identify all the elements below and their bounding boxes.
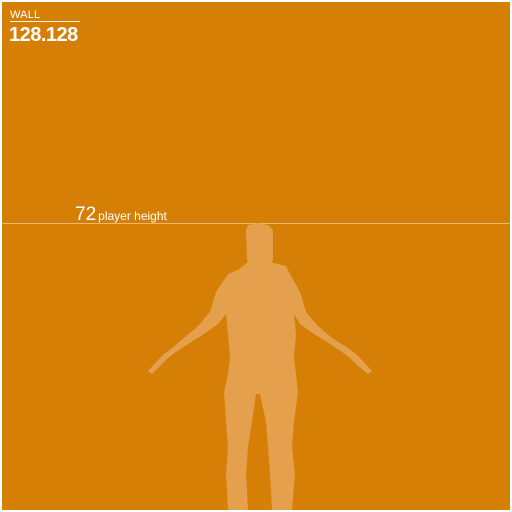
player-height-value: 72 xyxy=(75,204,97,225)
category-underline xyxy=(10,21,80,22)
silhouette-head xyxy=(246,223,273,268)
texture-category-label: WALL xyxy=(10,9,41,21)
player-height-text: player height xyxy=(98,209,167,223)
texture-dimensions-label: 128.128 xyxy=(9,24,78,46)
silhouette-body xyxy=(148,262,372,510)
